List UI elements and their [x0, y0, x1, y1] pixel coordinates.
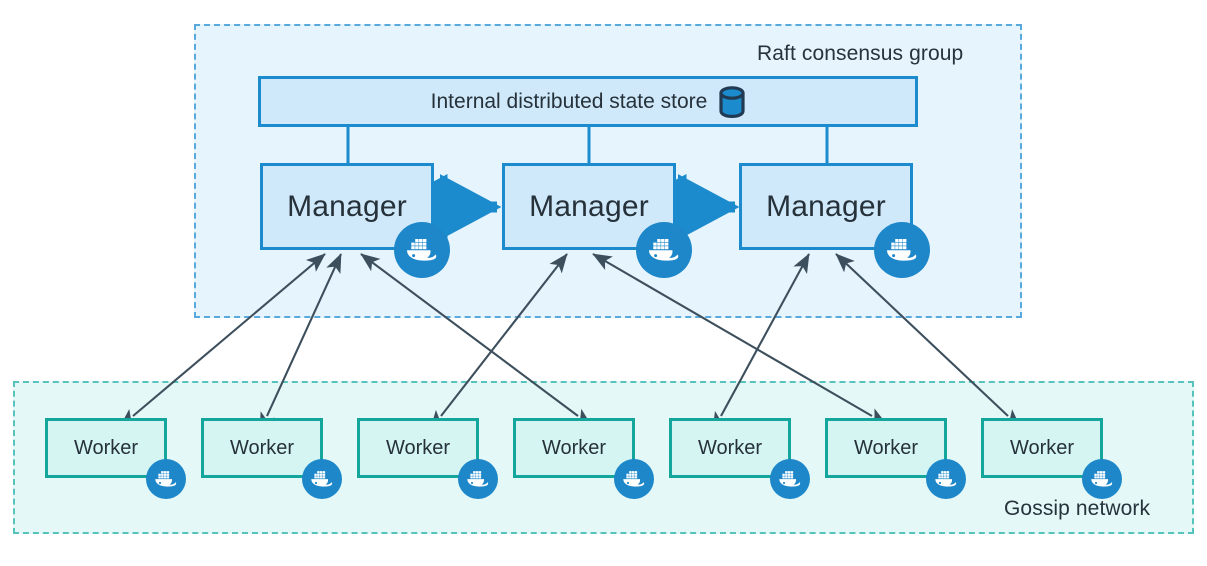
docker-whale-icon: [874, 222, 930, 278]
worker-node-3-label: Worker: [385, 436, 451, 459]
manager-node-1-label: Manager: [287, 189, 407, 223]
docker-whale-icon: [146, 459, 186, 499]
docker-whale-icon: [1082, 459, 1122, 499]
docker-whale-icon: [302, 459, 342, 499]
worker-node-6-label: Worker: [853, 436, 919, 459]
worker-node-5: Worker: [669, 418, 791, 478]
gossip-network-label: Gossip network: [1004, 497, 1151, 520]
docker-whale-icon: [636, 222, 692, 278]
manager-node-3-label: Manager: [766, 189, 886, 223]
worker-node-3: Worker: [357, 418, 479, 478]
worker-node-5-label: Worker: [697, 436, 763, 459]
database-icon: [719, 85, 745, 118]
docker-whale-icon: [614, 459, 654, 499]
worker-node-7: Worker: [981, 418, 1103, 478]
worker-node-2: Worker: [201, 418, 323, 478]
worker-node-1: Worker: [45, 418, 167, 478]
internal-state-store-label: Internal distributed state store: [430, 89, 708, 113]
worker-node-7-label: Worker: [1009, 436, 1075, 459]
worker-node-6: Worker: [825, 418, 947, 478]
worker-node-4-label: Worker: [541, 436, 607, 459]
manager-node-2-label: Manager: [529, 189, 649, 223]
worker-node-4: Worker: [513, 418, 635, 478]
docker-whale-icon: [394, 222, 450, 278]
worker-node-1-label: Worker: [73, 436, 139, 459]
worker-node-2-label: Worker: [229, 436, 295, 459]
docker-whale-icon: [458, 459, 498, 499]
raft-consensus-group-label: Raft consensus group: [757, 42, 964, 65]
docker-whale-icon: [926, 459, 966, 499]
docker-whale-icon: [770, 459, 810, 499]
internal-state-store-box: Internal distributed state store: [258, 76, 918, 127]
